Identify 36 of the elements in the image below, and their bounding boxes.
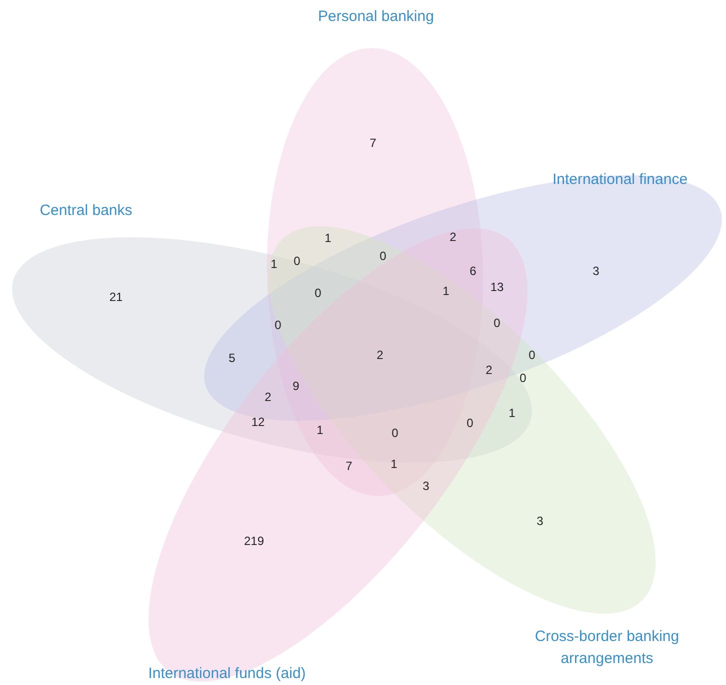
set-label: Cross-border banking arrangements [534,627,680,669]
set-label: International finance [551,170,689,190]
region-count: 0 [314,286,322,300]
set-label: Central banks [38,201,134,221]
region-count: 6 [470,264,476,278]
region-count: 0 [294,254,300,268]
region-count: 1 [270,257,278,271]
region-count: 3 [422,479,430,493]
region-count: 0 [466,416,474,430]
region-count: 7 [346,459,352,473]
region-count: 2 [264,390,272,404]
region-count: 0 [528,348,536,362]
region-count: 0 [494,316,500,330]
set-label: International funds (aid) [147,664,307,684]
region-count: 1 [442,284,450,298]
region-count: 0 [392,426,398,440]
region-count: 1 [508,406,516,420]
region-count: 21 [109,290,123,304]
set-label: Personal banking [317,7,435,27]
region-count: 0 [380,249,386,263]
region-count: 3 [536,514,544,528]
region-count: 0 [274,318,282,332]
region-count: 1 [316,423,324,437]
region-count: 12 [251,415,265,429]
region-count: 219 [244,534,264,548]
region-count: 3 [592,264,600,278]
region-count: 1 [390,457,398,471]
region-count: 2 [450,230,456,244]
region-count: 0 [520,371,526,385]
region-count: 5 [228,351,236,365]
region-count: 2 [376,348,384,362]
region-count: 7 [370,136,376,150]
region-count: 13 [490,280,504,294]
region-count: 1 [324,231,332,245]
region-count: 9 [292,379,300,393]
region-count: 2 [486,363,492,377]
